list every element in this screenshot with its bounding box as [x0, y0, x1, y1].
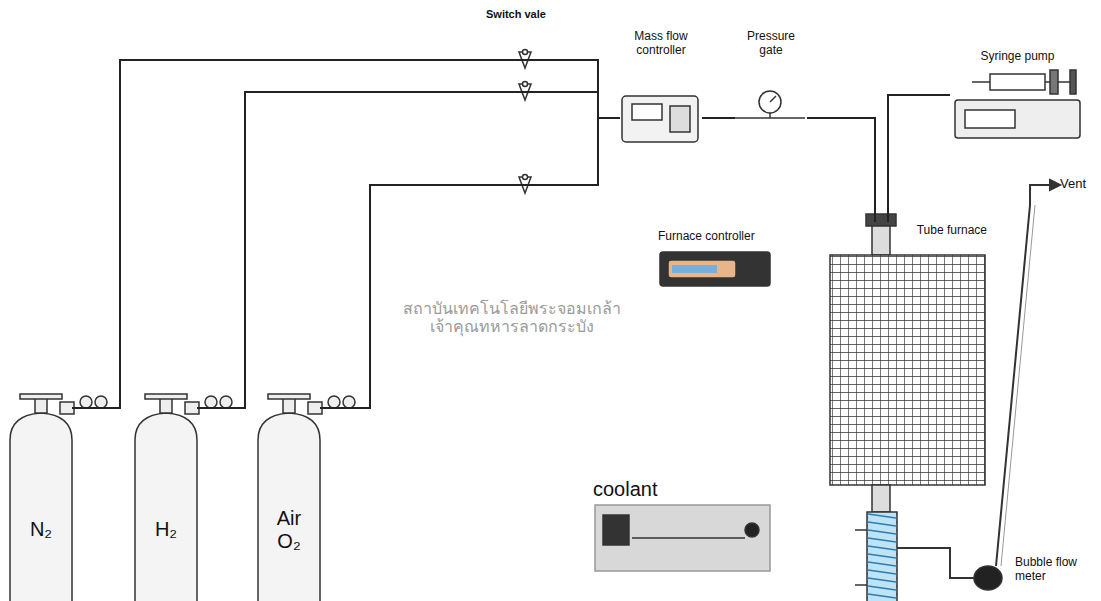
furnace-controller	[660, 252, 770, 286]
condenser	[855, 529, 867, 531]
syringe-pump: Syringe pump	[950, 48, 1085, 142]
mass-flow-controller	[632, 104, 662, 120]
switch-valve	[519, 50, 531, 194]
coolant-bath: coolant	[590, 476, 775, 574]
gas-line	[702, 118, 735, 119]
tube-furnace	[872, 226, 890, 255]
cylinder-regulator	[205, 396, 217, 408]
pressure-gauge	[735, 91, 805, 118]
component-label: coolant	[593, 478, 658, 501]
mass-flow-controller	[622, 96, 698, 142]
syringe-pump	[1050, 70, 1058, 94]
gas-cylinder	[258, 413, 320, 601]
component-label: Pressure gate	[739, 30, 803, 58]
gas-cylinder	[10, 413, 72, 601]
gas-cylinder: N₂	[10, 400, 72, 601]
component-label: N₂	[30, 518, 52, 541]
cylinder-regulator	[308, 402, 322, 414]
gas-cylinder	[10, 413, 320, 601]
gas-line	[320, 118, 620, 408]
coolant-bath	[745, 523, 759, 537]
component-label: Furnace controller	[658, 230, 755, 244]
bubble-flow-meter	[974, 205, 1035, 590]
gas-cylinder	[135, 413, 197, 601]
bubble-flow-meter: Bubble flow meter	[1012, 548, 1094, 592]
switch-valve	[523, 175, 528, 180]
gas-tubing	[1050, 180, 1060, 190]
furnace-controller	[672, 265, 717, 273]
syringe-pump	[955, 100, 1080, 138]
watermark: สถาบันเทคโนโลยีพระจอมเกล้าเจ้าคุณทหารลาด…	[392, 300, 632, 337]
cylinder-regulator	[220, 396, 232, 408]
furnace-controller	[660, 252, 770, 286]
cylinder-regulator	[185, 402, 199, 414]
furnace-controller: Furnace controller	[655, 228, 775, 290]
switch-valve	[523, 82, 528, 87]
syringe-pump	[990, 74, 1045, 90]
gas-tubing	[996, 185, 1050, 566]
gas-line	[320, 118, 620, 408]
component-label: Air O₂	[266, 507, 312, 553]
cylinder-regulator	[80, 396, 92, 408]
tube-furnace	[866, 214, 896, 226]
pressure-gate: Pressure gate	[735, 28, 807, 122]
pressure-gauge	[759, 91, 781, 113]
gas-line	[807, 118, 875, 222]
gas-line	[197, 92, 620, 408]
valve-label: Switch vale	[486, 8, 546, 21]
gas-line	[702, 117, 735, 119]
component-label: H₂	[155, 518, 177, 541]
syringe-pump	[955, 70, 1080, 138]
cylinder-regulator	[20, 394, 62, 399]
component-label: Syringe pump	[980, 50, 1054, 64]
furnace-controller	[668, 260, 736, 278]
tube-furnace	[872, 485, 890, 512]
component-label: Tube furnace	[917, 224, 987, 238]
vent-label: Vent	[1060, 177, 1086, 192]
mass-flow-controller	[670, 106, 690, 132]
coolant-bath	[595, 505, 770, 571]
cylinder-regulator	[95, 396, 107, 408]
condenser	[867, 512, 897, 601]
mass-flow-controller: Mass flow controller	[620, 28, 702, 152]
gas-cylinder: H₂	[135, 400, 197, 601]
component-label: Bubble flow meter	[1015, 556, 1089, 584]
cylinder-regulator	[328, 396, 340, 408]
switch-valve	[523, 50, 528, 55]
gas-line	[72, 60, 620, 408]
syringe-pump	[972, 81, 990, 83]
tube-furnace: Tube furnace	[825, 222, 990, 490]
cylinder-regulator	[343, 396, 355, 408]
condenser	[855, 512, 897, 601]
cylinder-regulator	[283, 398, 295, 413]
coolant-bath	[595, 505, 770, 571]
syringe-pump	[1070, 70, 1076, 94]
cylinder-regulator	[60, 402, 74, 414]
gas-cylinder: Air O₂	[258, 400, 320, 601]
condenser	[855, 584, 867, 586]
coolant-bath	[603, 515, 629, 545]
gas-line	[888, 95, 950, 222]
gas-line	[807, 118, 875, 222]
cylinder-regulator	[20, 394, 355, 414]
tube-furnace	[830, 214, 985, 512]
gas-line	[197, 92, 620, 408]
syringe-pump	[965, 110, 1015, 128]
cylinder-regulator	[160, 398, 172, 413]
mass-flow-controller	[622, 96, 698, 142]
tube-furnace	[830, 255, 985, 485]
bubble-flow-meter	[974, 566, 1002, 590]
cylinder-regulator	[35, 398, 47, 413]
coolant-bath	[632, 537, 745, 539]
gas-tubing	[897, 180, 1060, 578]
bubble-flow-meter	[1001, 205, 1035, 566]
gas-line	[72, 60, 620, 408]
gas-tubing	[897, 548, 978, 578]
gas-line	[888, 95, 950, 222]
component-label: Mass flow controller	[624, 30, 698, 58]
pressure-gauge	[770, 96, 776, 102]
cylinder-regulator	[268, 394, 310, 399]
cylinder-regulator	[145, 394, 187, 399]
